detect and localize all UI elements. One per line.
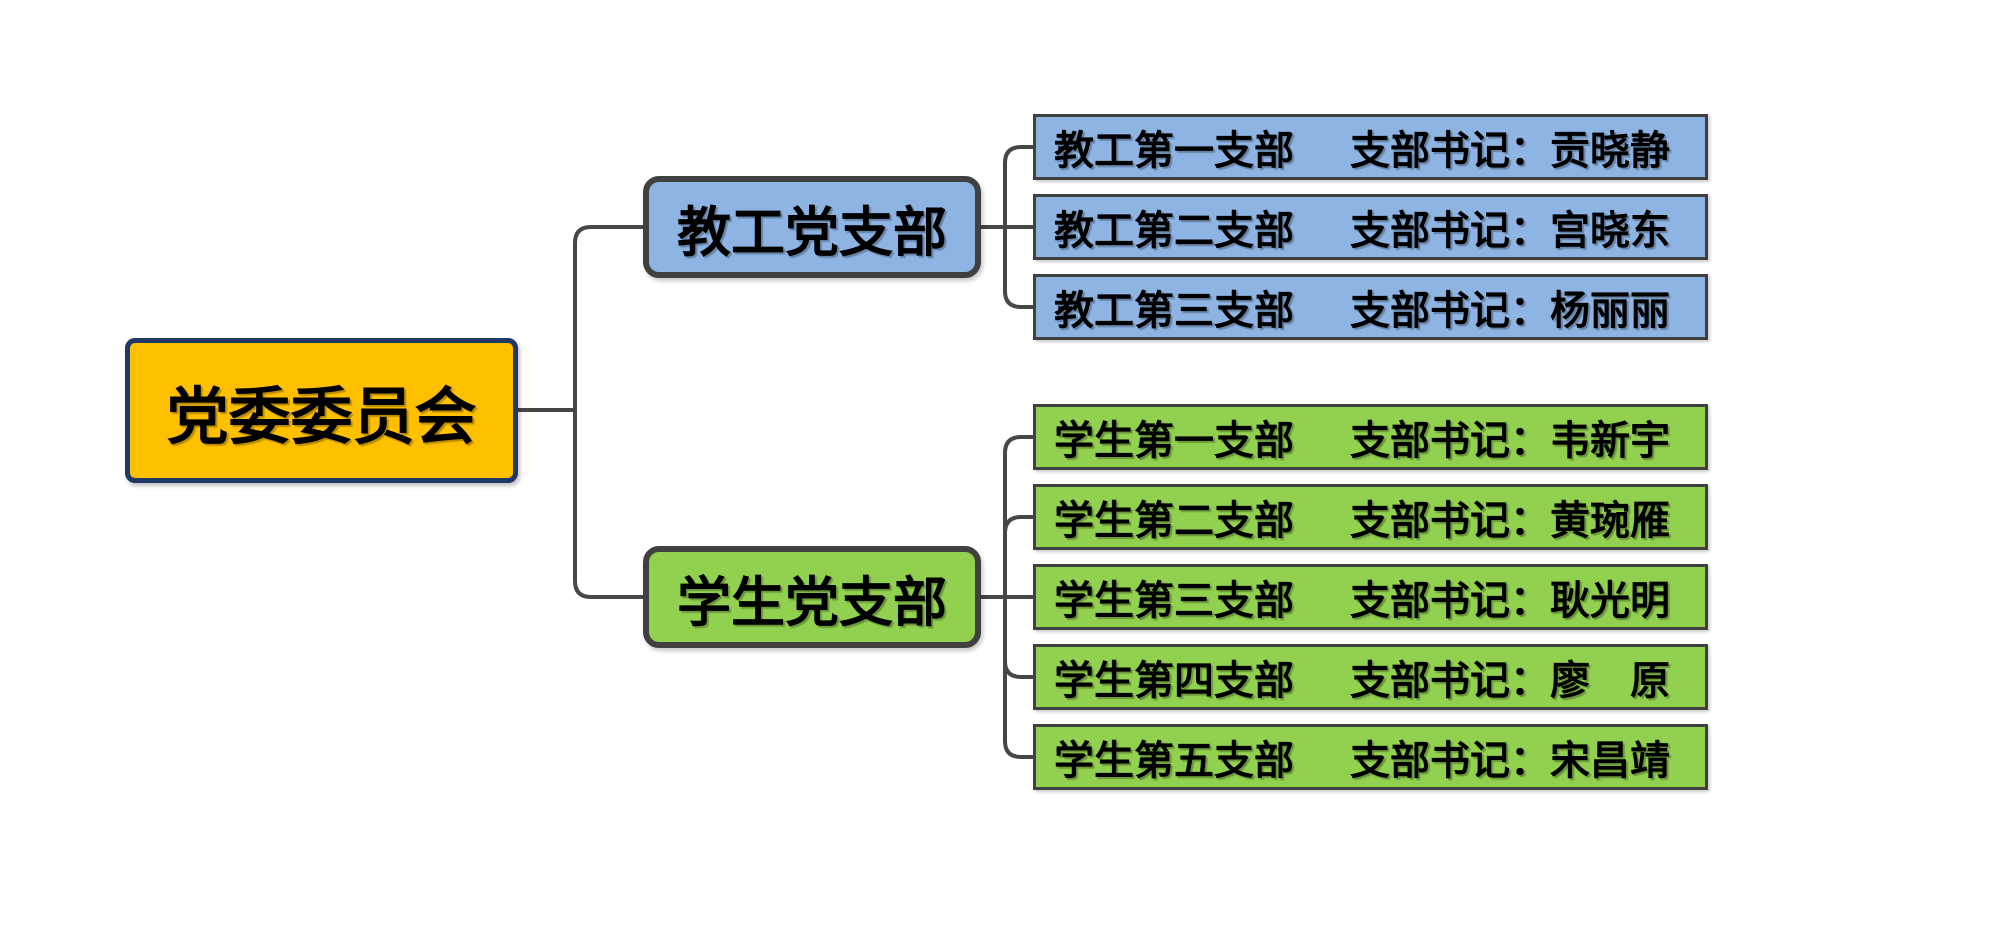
root-node-label: 党委委员会 <box>166 379 477 453</box>
branch-node-students: 学生党支部 <box>643 546 981 648</box>
secretary-label: 支部书记：杨丽丽 <box>1350 288 1670 334</box>
unit-label: 学生第五支部 <box>1054 738 1294 784</box>
secretary-label: 支部书记：廖 原 <box>1350 658 1670 704</box>
unit-label: 学生第二支部 <box>1054 498 1294 544</box>
secretary-label: 支部书记：宫晓东 <box>1350 208 1670 254</box>
leaf-node-student-4: 学生第四支部 支部书记：廖 原 <box>1033 644 1708 710</box>
secretary-label: 支部书记：宋昌靖 <box>1350 738 1670 784</box>
connector-faculty-leaf3 <box>1003 227 1033 309</box>
branch-node-faculty: 教工党支部 <box>643 176 981 278</box>
leaf-node-faculty-2: 教工第二支部 支部书记：宫晓东 <box>1033 194 1708 260</box>
connector-students-leaf1 <box>1003 435 1033 597</box>
branch-node-label: 学生党支部 <box>677 570 947 634</box>
secretary-label: 支部书记：黄琬雁 <box>1350 498 1670 544</box>
leaf-node-student-2: 学生第二支部 支部书记：黄琬雁 <box>1033 484 1708 550</box>
secretary-label: 支部书记：耿光明 <box>1350 578 1670 624</box>
connector-students-leaf5 <box>1003 597 1033 759</box>
unit-label: 学生第四支部 <box>1054 658 1294 704</box>
leaf-node-faculty-3: 教工第三支部 支部书记：杨丽丽 <box>1033 274 1708 340</box>
connector-root-to-faculty <box>573 225 643 410</box>
connector-students-leaf4 <box>1003 597 1033 679</box>
leaf-node-student-3: 学生第三支部 支部书记：耿光明 <box>1033 564 1708 630</box>
unit-label: 教工第一支部 <box>1054 128 1294 174</box>
unit-label: 学生第一支部 <box>1054 418 1294 464</box>
branch-node-label: 教工党支部 <box>677 200 947 264</box>
leaf-node-student-1: 学生第一支部 支部书记：韦新宇 <box>1033 404 1708 470</box>
unit-label: 教工第三支部 <box>1054 288 1294 334</box>
root-node-party-committee: 党委委员会 <box>125 338 518 483</box>
connector-root-to-students <box>573 410 643 599</box>
secretary-label: 支部书记：韦新宇 <box>1350 418 1670 464</box>
unit-label: 学生第三支部 <box>1054 578 1294 624</box>
unit-label: 教工第二支部 <box>1054 208 1294 254</box>
leaf-node-faculty-1: 教工第一支部 支部书记：贡晓静 <box>1033 114 1708 180</box>
secretary-label: 支部书记：贡晓静 <box>1350 128 1670 174</box>
connector-faculty-leaf1 <box>1003 145 1033 227</box>
connector-students-leaf2 <box>1003 515 1033 597</box>
leaf-node-student-5: 学生第五支部 支部书记：宋昌靖 <box>1033 724 1708 790</box>
